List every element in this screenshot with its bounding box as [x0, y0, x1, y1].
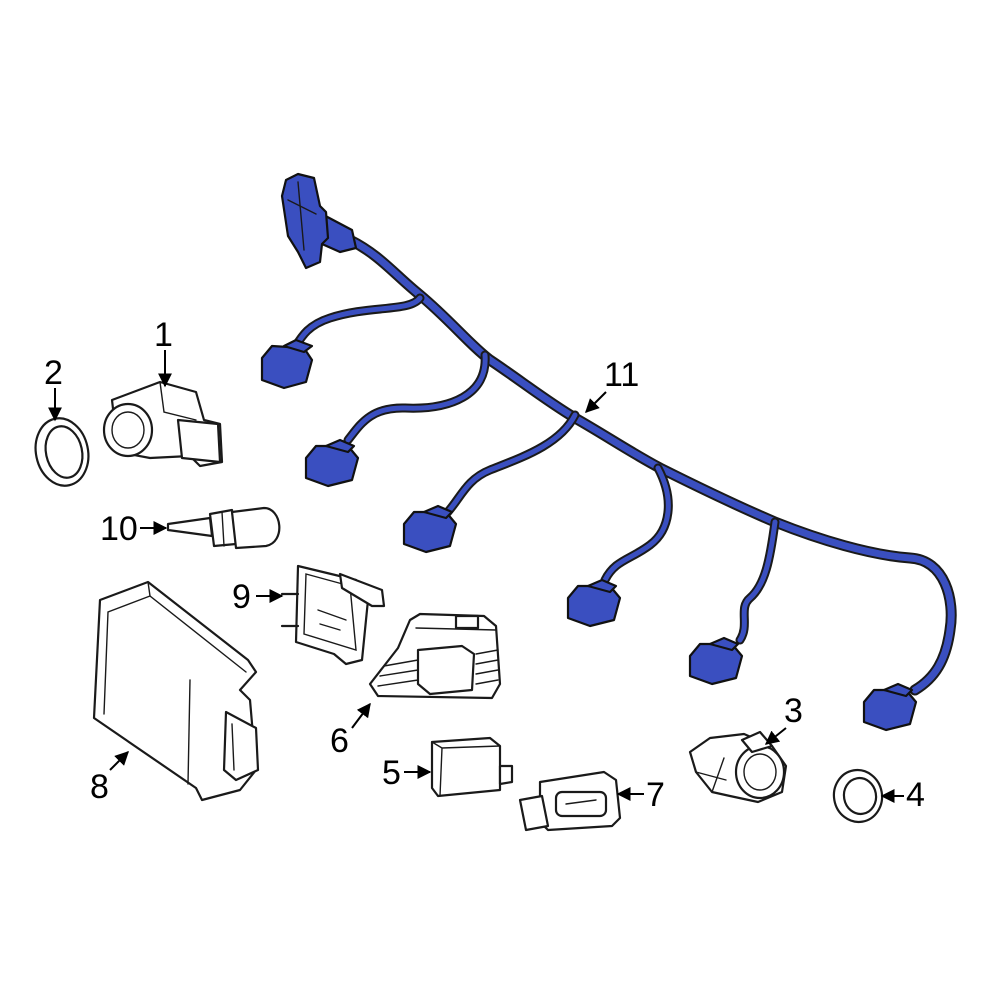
callout-11: 11: [585, 356, 639, 413]
wiring-harness[interactable]: [260, 172, 957, 732]
harness-branch-5: [737, 519, 778, 643]
harness-connector-1: [260, 338, 314, 390]
callout-label-3: 3: [784, 692, 803, 730]
relay-5[interactable]: [430, 736, 514, 798]
callout-1: 1: [154, 316, 173, 388]
callout-label-9: 9: [232, 578, 251, 616]
bracket-9[interactable]: [280, 564, 386, 666]
harness-branch-1: [289, 295, 423, 355]
callout-label-4: 4: [906, 776, 925, 814]
callout-3: 3: [764, 692, 803, 745]
callout-label-7: 7: [646, 776, 665, 814]
callout-arrow-3: [764, 727, 787, 745]
bulb-10[interactable]: [166, 506, 281, 550]
sensor-ring-2[interactable]: [29, 413, 94, 490]
harness-connector-4: [566, 578, 622, 628]
sensor-ring-4[interactable]: [830, 766, 886, 826]
callout-9: 9: [232, 578, 284, 616]
harness-connector-3: [402, 504, 458, 554]
callout-label-6: 6: [330, 722, 349, 760]
callout-label-11: 11: [604, 356, 639, 394]
callout-5: 5: [382, 754, 432, 792]
callout-label-5: 5: [382, 754, 401, 792]
park-sensor-1[interactable]: [102, 380, 224, 468]
harness-main-connector: [280, 172, 330, 270]
callout-arrow-8: [109, 751, 129, 771]
harness-connector-5: [688, 636, 744, 686]
callout-8: 8: [90, 751, 129, 806]
harness-branch-3: [442, 412, 578, 518]
callout-6: 6: [330, 702, 371, 760]
harness-connector-2: [304, 438, 360, 488]
harness-trunk: [346, 236, 955, 694]
harness-connector-6: [862, 682, 918, 732]
switch-7[interactable]: [518, 770, 622, 832]
callout-10: 10: [100, 510, 168, 548]
callout-7: 7: [616, 776, 665, 814]
callout-4: 4: [880, 776, 925, 814]
harness-branch-2: [345, 352, 488, 443]
callout-label-2: 2: [44, 354, 63, 392]
harness-branch-4: [602, 465, 671, 583]
control-module-6[interactable]: [368, 612, 502, 700]
callout-arrow-6: [351, 702, 371, 729]
callout-label-8: 8: [90, 768, 109, 806]
callout-2: 2: [44, 354, 63, 422]
callout-label-10: 10: [100, 510, 138, 548]
control-module-8[interactable]: [92, 580, 260, 802]
callout-arrow-11: [585, 391, 607, 413]
park-sensor-3[interactable]: [688, 730, 788, 804]
callout-label-1: 1: [154, 316, 173, 354]
